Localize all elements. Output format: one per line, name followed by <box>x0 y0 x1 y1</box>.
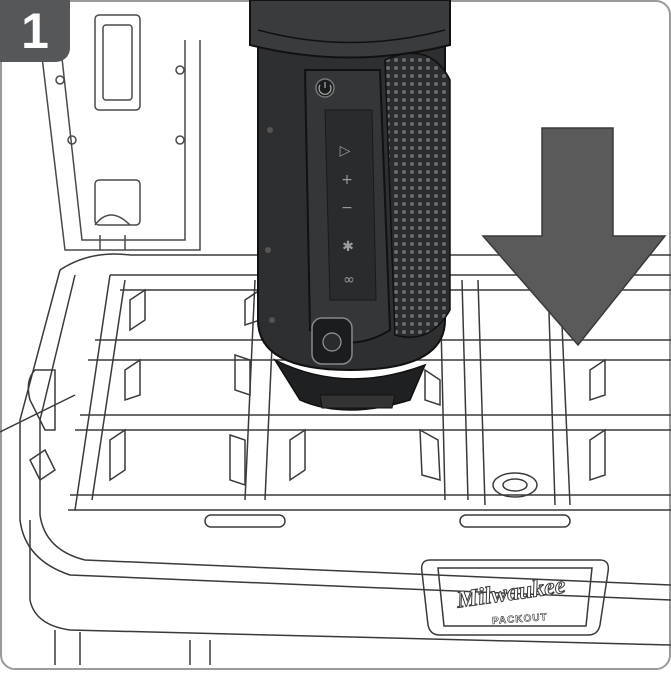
bluetooth-icon: ✱ <box>342 239 354 255</box>
bluetooth-speaker: ▷ + − ✱ ∞ <box>249 0 451 411</box>
link-icon: ∞ <box>343 272 355 288</box>
volume-down-icon: − <box>341 200 353 216</box>
volume-up-icon: + <box>341 172 353 188</box>
step-number-badge: 1 <box>0 0 70 62</box>
mounting-rail <box>39 14 201 251</box>
play-icon: ▷ <box>340 143 351 159</box>
down-arrow-indicator <box>481 127 667 347</box>
product-line-logo: PACKOUT <box>492 612 548 627</box>
leader-line <box>0 394 76 433</box>
